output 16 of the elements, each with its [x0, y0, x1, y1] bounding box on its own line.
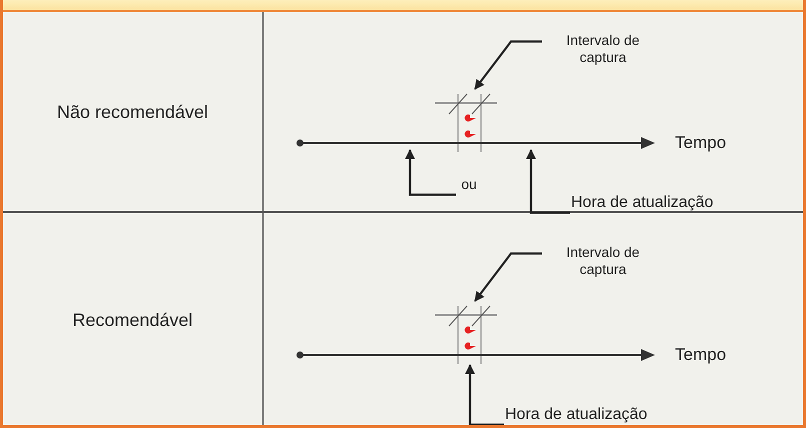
callout-text: Intervalo de captura	[543, 32, 663, 66]
row-header: Não recomendável	[3, 12, 262, 211]
callout-text: Intervalo de captura	[543, 244, 663, 278]
time-axis	[296, 349, 656, 361]
leader-arrow	[526, 149, 570, 214]
time-axis	[296, 137, 656, 149]
leader-arrow	[405, 149, 456, 196]
leader-arrow	[474, 40, 542, 90]
row-header: Recomendável	[3, 214, 262, 425]
axis-label: Tempo	[675, 133, 726, 153]
conjunction-text: ou	[457, 176, 481, 193]
axis-label: Tempo	[675, 345, 726, 365]
callout-text: Hora de atualização	[571, 194, 714, 211]
callout-text: Hora de atualização	[505, 406, 648, 423]
leader-arrow	[474, 252, 542, 302]
leader-arrow	[465, 364, 504, 425]
